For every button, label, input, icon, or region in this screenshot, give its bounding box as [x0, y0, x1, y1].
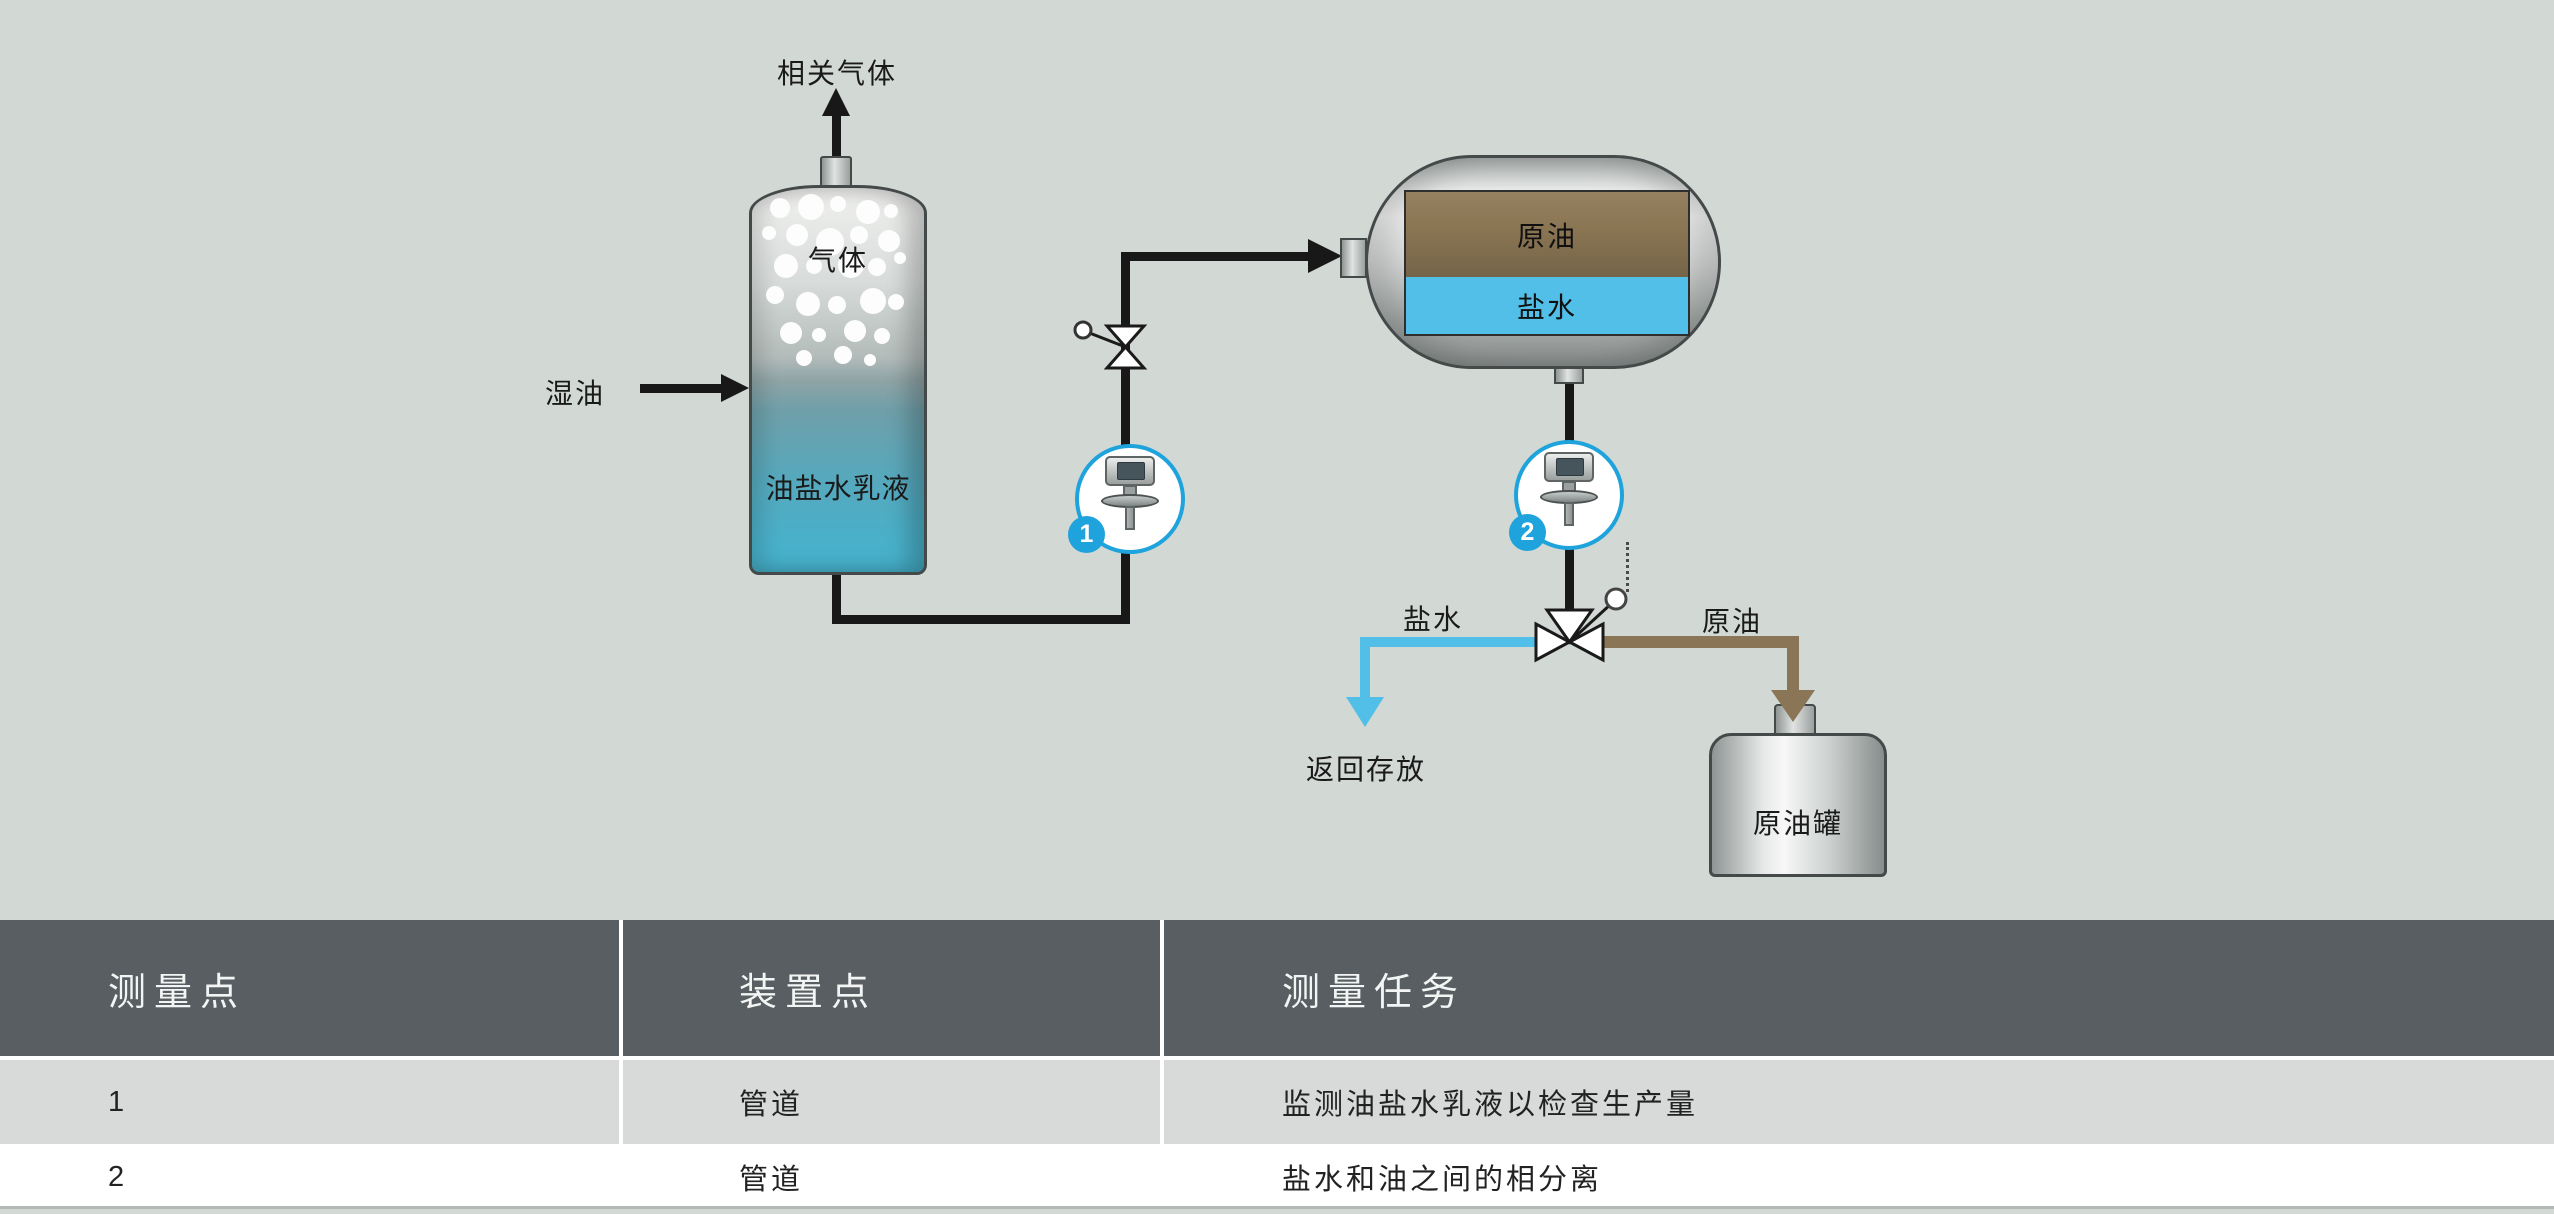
- table-separator: [0, 1144, 2554, 1148]
- separator-inlet-arrow-icon: [1308, 239, 1342, 273]
- gas-out-arrow-shaft: [832, 112, 841, 162]
- crude-oil-line: [1600, 636, 1799, 648]
- table-cell-location: 管道: [739, 1089, 804, 1121]
- table-cell-location: 管道: [739, 1164, 804, 1196]
- table-header-location: 装置点: [739, 971, 878, 1014]
- control-signal-line: [1626, 542, 1629, 592]
- pipe-separator-outlet: [1565, 378, 1574, 448]
- separator-inlet-nozzle: [1340, 238, 1367, 278]
- brine-phase: 盐水: [1406, 277, 1688, 334]
- table-cell-task: 监测油盐水乳液以检查生产量: [1282, 1089, 1699, 1121]
- pipe-to-separator: [1121, 252, 1310, 261]
- crude-oil-tank-label: 原油罐: [1752, 808, 1843, 839]
- brine-phase-label: 盐水: [1516, 291, 1577, 323]
- return-to-storage-label: 返回存放: [1305, 754, 1426, 785]
- table-row: 2 管道 盐水和油之间的相分离: [0, 1148, 2554, 1206]
- table-header-task: 测量任务: [1282, 971, 1467, 1014]
- manual-valve-icon: [1073, 320, 1148, 370]
- measuring-point-2-badge: 2: [1509, 514, 1546, 551]
- table-bottom-rule: [0, 1206, 2554, 1209]
- wet-oil-arrow-icon: [721, 374, 749, 402]
- crude-oil-tank: 原油罐: [1709, 733, 1887, 877]
- gas-out-arrow-icon: [822, 88, 850, 116]
- brine-line-label: 盐水: [1402, 604, 1463, 635]
- associated-gas-label: 相关气体: [776, 58, 897, 89]
- emulsion-label: 油盐水乳液: [765, 473, 911, 504]
- table-row: 1 管道 监测油盐水乳液以检查生产量: [0, 1060, 2554, 1144]
- brine-line: [1365, 637, 1537, 647]
- pipe-to-valve: [1565, 546, 1574, 642]
- crude-oil-line-label: 原油: [1701, 606, 1762, 637]
- brine-line-drop: [1360, 637, 1370, 699]
- pipe-riser: [1121, 252, 1130, 624]
- table-cell-task: 盐水和油之间的相分离: [1282, 1164, 1603, 1196]
- measuring-point-1-badge: 1: [1068, 516, 1105, 553]
- separator-column: 气体 油盐水乳液: [749, 185, 927, 575]
- flowmeter-icon-2: [1537, 452, 1601, 536]
- column-top-nozzle: [820, 156, 852, 188]
- valve-actuator-icon: [1604, 587, 1628, 611]
- three-way-valve-icon: [1534, 587, 1628, 663]
- pipe-bottom-run: [832, 615, 1130, 624]
- table-column-divider: [619, 920, 623, 1206]
- pipe-column-outlet: [832, 572, 841, 624]
- flowmeter-icon: [1098, 456, 1162, 540]
- table-cell-point: 1: [108, 1085, 128, 1118]
- wet-oil-label: 湿油: [544, 378, 605, 409]
- gas-label: 气体: [807, 245, 868, 276]
- table-separator: [0, 1056, 2554, 1060]
- table-header-point: 测量点: [108, 971, 247, 1014]
- separator-sight-window: 原油 盐水: [1404, 190, 1690, 336]
- table-cell-point: 2: [108, 1160, 128, 1193]
- gas-bubbles: [752, 188, 924, 380]
- brine-outlet-arrow-icon: [1346, 697, 1384, 727]
- table-column-divider: [1160, 920, 1164, 1206]
- crude-oil-arrow-icon: [1771, 690, 1815, 722]
- crude-oil-phase-label: 原油: [1516, 220, 1577, 252]
- oil-phase: 原油: [1406, 192, 1688, 278]
- wet-oil-arrow-shaft: [640, 384, 724, 393]
- table-header: 测量点 装置点 测量任务: [0, 920, 2554, 1056]
- crude-oil-line-drop: [1787, 636, 1799, 692]
